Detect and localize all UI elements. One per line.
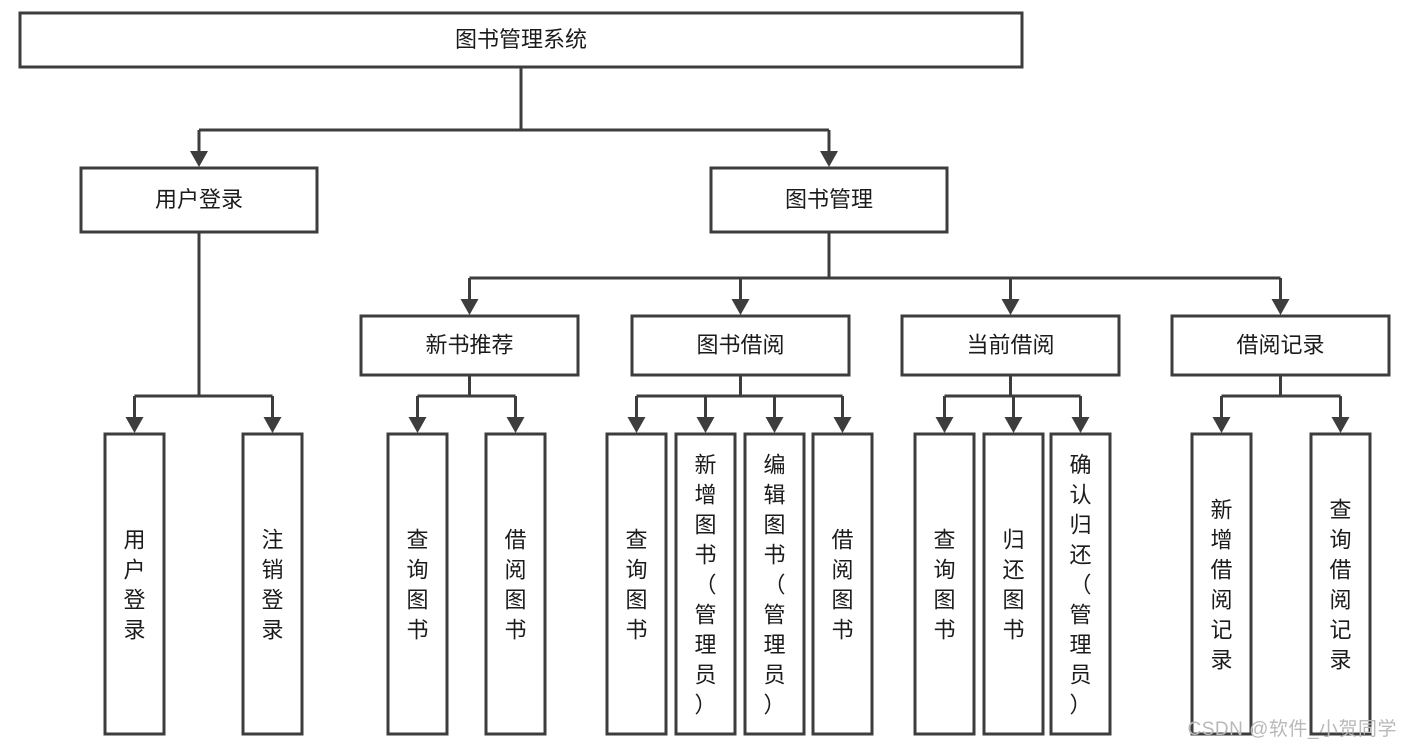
- edge-group-new-book-recommend: [408, 375, 525, 433]
- node-root[interactable]: 图书管理系统: [18, 11, 1024, 69]
- node-label-leaf-recommend-query-book: 查询图书: [406, 527, 428, 642]
- edge-group-book-management: [460, 232, 1290, 315]
- arrow-head-icon: [1071, 417, 1090, 433]
- arrow-head-icon: [1212, 417, 1231, 433]
- arrow-head-icon: [408, 417, 427, 433]
- node-new-book-recommend[interactable]: 新书推荐: [359, 314, 580, 377]
- node-label-leaf-borrow-borrow-book: 借阅图书: [831, 527, 853, 642]
- node-box-borrow-record[interactable]: [1170, 314, 1391, 377]
- arrow-head-icon: [263, 417, 282, 433]
- edge-group-root: [190, 67, 838, 167]
- arrow-head-icon: [696, 417, 715, 433]
- arrow-head-icon: [1004, 417, 1023, 433]
- node-box-user-login[interactable]: [79, 166, 319, 234]
- node-box-leaf-borrow-add-book[interactable]: [674, 432, 737, 736]
- edge-group-current-borrow: [935, 375, 1090, 433]
- node-current-borrow[interactable]: 当前借阅: [900, 314, 1121, 377]
- node-label-leaf-current-return-book: 归还图书: [1002, 527, 1024, 642]
- arrow-head-icon: [731, 299, 750, 315]
- node-box-leaf-record-add[interactable]: [1190, 432, 1253, 736]
- node-book-management[interactable]: 图书管理: [709, 166, 949, 234]
- node-box-root[interactable]: [18, 11, 1024, 69]
- node-box-leaf-borrow-borrow-book[interactable]: [811, 432, 874, 736]
- node-label-book-borrow: 图书借阅: [696, 332, 784, 357]
- node-leaf-borrow-query-book[interactable]: 查询图书: [605, 432, 668, 736]
- node-label-leaf-current-confirm-return: 确认归还（管理员）: [1069, 452, 1091, 717]
- node-label-leaf-borrow-query-book: 查询图书: [625, 527, 647, 642]
- node-box-leaf-current-return-book[interactable]: [982, 432, 1045, 736]
- node-leaf-user-logout[interactable]: 注销登录: [241, 432, 304, 736]
- node-leaf-borrow-borrow-book[interactable]: 借阅图书: [811, 432, 874, 736]
- node-label-book-management: 图书管理: [785, 187, 873, 212]
- edge-group-book-borrow: [627, 375, 852, 433]
- node-leaf-current-confirm-return[interactable]: 确认归还（管理员）: [1049, 432, 1112, 736]
- node-label-leaf-recommend-borrow-book: 借阅图书: [504, 527, 526, 642]
- node-label-new-book-recommend: 新书推荐: [425, 332, 513, 357]
- node-leaf-recommend-borrow-book[interactable]: 借阅图书: [484, 432, 547, 736]
- arrow-head-icon: [627, 417, 646, 433]
- node-leaf-current-return-book[interactable]: 归还图书: [982, 432, 1045, 736]
- node-label-leaf-current-query-book: 查询图书: [933, 527, 955, 642]
- arrow-head-icon: [1331, 417, 1350, 433]
- arrow-head-icon: [506, 417, 525, 433]
- node-leaf-user-login[interactable]: 用户登录: [103, 432, 166, 736]
- node-label-leaf-record-add: 新增借阅记录: [1210, 497, 1232, 672]
- arrow-head-icon: [125, 417, 144, 433]
- node-leaf-current-query-book[interactable]: 查询图书: [913, 432, 976, 736]
- node-box-leaf-record-query[interactable]: [1309, 432, 1372, 736]
- node-leaf-record-query[interactable]: 查询借阅记录: [1309, 432, 1372, 736]
- node-box-leaf-current-confirm-return[interactable]: [1049, 432, 1112, 736]
- watermark-label: CSDN @软件_小贺同学: [1187, 719, 1397, 740]
- node-book-borrow[interactable]: 图书借阅: [630, 314, 851, 377]
- node-label-current-borrow: 当前借阅: [966, 332, 1054, 357]
- node-box-book-management[interactable]: [709, 166, 949, 234]
- node-box-leaf-recommend-query-book[interactable]: [386, 432, 449, 736]
- node-leaf-record-add[interactable]: 新增借阅记录: [1190, 432, 1253, 736]
- edge-group-borrow-record: [1212, 375, 1350, 433]
- edge-group-user-login: [125, 232, 282, 433]
- node-label-root: 图书管理系统: [455, 27, 587, 52]
- arrow-head-icon: [1001, 299, 1020, 315]
- node-label-leaf-user-logout: 注销登录: [261, 527, 283, 642]
- edge-layer: [125, 67, 1350, 433]
- node-label-leaf-record-query: 查询借阅记录: [1329, 497, 1351, 672]
- node-layer: 图书管理系统用户登录图书管理新书推荐图书借阅当前借阅借阅记录用户登录注销登录查询…: [18, 11, 1391, 736]
- node-label-borrow-record: 借阅记录: [1236, 332, 1324, 357]
- node-box-new-book-recommend[interactable]: [359, 314, 580, 377]
- node-label-user-login: 用户登录: [155, 187, 243, 212]
- node-borrow-record[interactable]: 借阅记录: [1170, 314, 1391, 377]
- node-box-leaf-user-logout[interactable]: [241, 432, 304, 736]
- node-label-leaf-user-login: 用户登录: [123, 527, 145, 642]
- node-box-book-borrow[interactable]: [630, 314, 851, 377]
- arrow-head-icon: [935, 417, 954, 433]
- node-box-leaf-borrow-query-book[interactable]: [605, 432, 668, 736]
- node-box-leaf-recommend-borrow-book[interactable]: [484, 432, 547, 736]
- arrow-head-icon: [765, 417, 784, 433]
- arrow-head-icon: [460, 299, 479, 315]
- node-leaf-recommend-query-book[interactable]: 查询图书: [386, 432, 449, 736]
- arrow-head-icon: [820, 151, 838, 167]
- node-box-current-borrow[interactable]: [900, 314, 1121, 377]
- node-box-leaf-borrow-edit-book[interactable]: [743, 432, 806, 736]
- arrow-head-icon: [1271, 299, 1290, 315]
- node-leaf-borrow-edit-book[interactable]: 编辑图书（管理员）: [743, 432, 806, 736]
- node-user-login[interactable]: 用户登录: [79, 166, 319, 234]
- node-label-leaf-borrow-add-book: 新增图书（管理员）: [694, 452, 716, 717]
- node-leaf-borrow-add-book[interactable]: 新增图书（管理员）: [674, 432, 737, 736]
- node-label-leaf-borrow-edit-book: 编辑图书（管理员）: [763, 452, 785, 717]
- node-box-leaf-user-login[interactable]: [103, 432, 166, 736]
- arrow-head-icon: [190, 151, 208, 167]
- node-box-leaf-current-query-book[interactable]: [913, 432, 976, 736]
- arrow-head-icon: [833, 417, 852, 433]
